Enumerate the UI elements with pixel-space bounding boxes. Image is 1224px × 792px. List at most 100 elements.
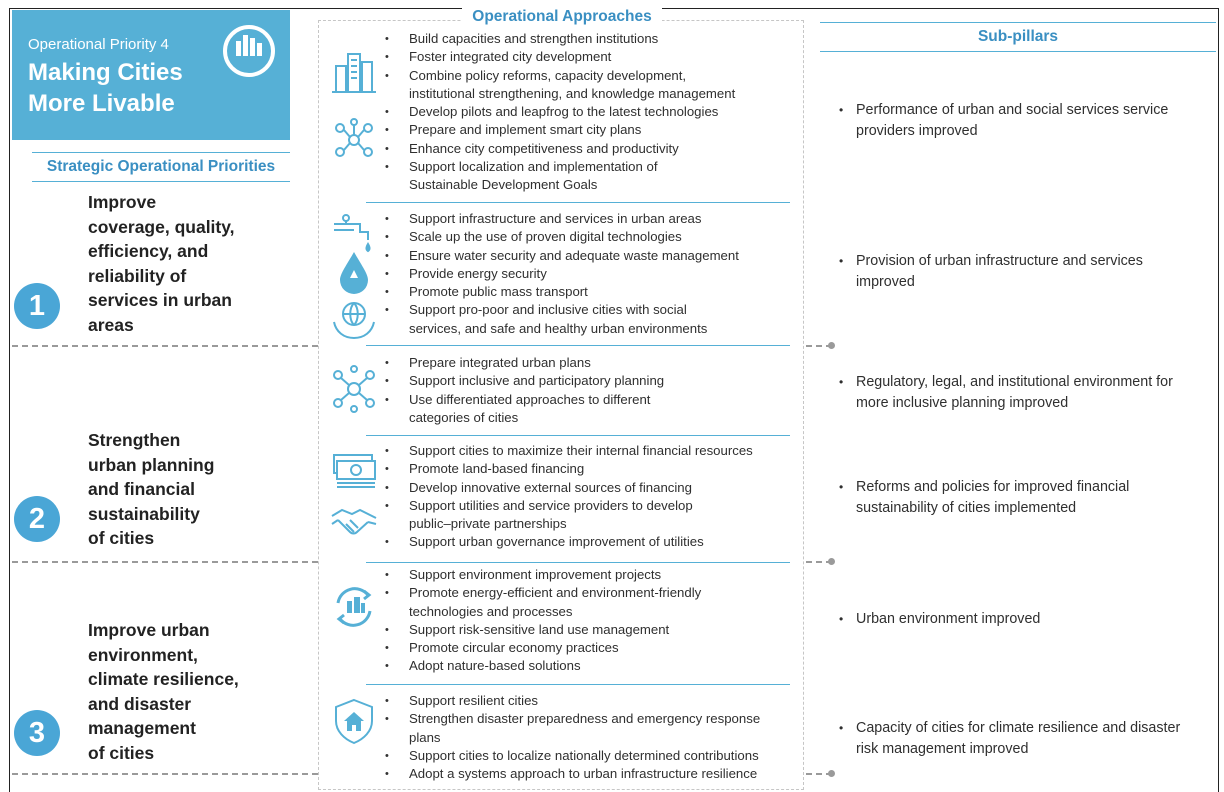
water-tap-icon xyxy=(334,214,371,253)
priority-text-line: of cities xyxy=(88,742,155,763)
approach-item: Use differentiated approaches to differe… xyxy=(382,391,792,410)
approach-item: Ensure water security and adequate waste… xyxy=(382,247,792,266)
approach-group-3: Prepare integrated urban plansSupport in… xyxy=(382,354,792,427)
priority-text-line: climate resilience, xyxy=(88,669,239,689)
group-separator xyxy=(366,684,790,685)
approach-item: Adopt nature-based solutions xyxy=(382,657,792,676)
globe-hands-icon xyxy=(333,302,375,340)
approach-item: Prepare and implement smart city plans xyxy=(382,121,792,140)
city-circle-logo-icon xyxy=(223,25,275,77)
approach-item: Support inclusive and participatory plan… xyxy=(382,372,792,391)
handshake-icon xyxy=(331,508,377,535)
water-drop-icon xyxy=(340,252,368,294)
approach-item: Prepare integrated urban plans xyxy=(382,354,792,373)
subpillar-line: Urban environment improved xyxy=(856,611,1041,627)
approach-item: Promote energy-efficient and environment… xyxy=(382,584,792,603)
approach-item: Strengthen disaster preparedness and eme… xyxy=(382,710,792,729)
group-separator xyxy=(366,345,790,346)
priority-text-line: urban planning xyxy=(88,454,215,475)
priority-text-line: services in urban xyxy=(88,290,232,310)
money-stack-icon xyxy=(333,454,376,488)
approach-item: Scale up the use of proven digital techn… xyxy=(382,228,792,247)
shield-house-icon xyxy=(335,698,373,745)
strategic-priorities-heading: Strategic Operational Priorities xyxy=(32,152,290,182)
subpillar-3: Regulatory, legal, and institutional env… xyxy=(837,372,1217,413)
approach-group-2: Support infrastructure and services in u… xyxy=(382,210,792,338)
subpillar-line: Provision of urban infrastructure and se… xyxy=(856,253,1143,269)
priority-text-line: efficiency, and xyxy=(88,241,209,261)
subpillar-4: Reforms and policies for improved financ… xyxy=(837,477,1217,518)
priority-2-number: 2 xyxy=(14,496,60,542)
approach-item: Support urban governance improvement of … xyxy=(382,533,792,552)
approach-item: Support localization and implementation … xyxy=(382,158,792,177)
subpillar-2: Provision of urban infrastructure and se… xyxy=(837,251,1217,292)
group-separator xyxy=(366,435,790,436)
priority-1-text: Improve coverage, quality, efficiency, and… xyxy=(88,190,235,337)
approach-item: Provide energy security xyxy=(382,265,792,284)
row-connector-3 xyxy=(806,773,832,775)
approach-item: Promote public mass transport xyxy=(382,283,792,302)
row-connector-1 xyxy=(806,345,832,347)
approach-item: Enhance city competitiveness and product… xyxy=(382,140,792,159)
priority-text-line: management xyxy=(88,718,196,738)
approach-group-1: Build capacities and strengthen institut… xyxy=(382,30,792,195)
approach-item: Support risk-sensitive land use manageme… xyxy=(382,621,792,640)
approach-item: Promote land-based financing xyxy=(382,460,792,479)
approaches-heading: Operational Approaches xyxy=(462,8,662,25)
approach-item: Promote circular economy practices xyxy=(382,639,792,658)
network-nodes-icon xyxy=(335,118,373,157)
subpillar-line: sustainability of cities implemented xyxy=(856,499,1077,516)
approach-item: Support cities to localize nationally de… xyxy=(382,747,792,766)
approach-item: plans xyxy=(409,729,441,745)
priority-title: Making Cities More Livable xyxy=(28,57,290,119)
row-connector-dot-1 xyxy=(828,342,835,349)
priority-title-line-2: More Livable xyxy=(28,90,175,117)
priority-kicker: Operational Priority 4 xyxy=(28,36,169,53)
approach-item: Sustainable Development Goals xyxy=(409,177,598,193)
priority-text-line: environment, xyxy=(88,644,198,665)
approach-item: Develop pilots and leapfrog to the lates… xyxy=(382,103,792,122)
approach-item: Support infrastructure and services in u… xyxy=(382,210,792,229)
approach-item: public–private partnerships xyxy=(409,516,567,532)
row-connector-dot-3 xyxy=(828,770,835,777)
approach-item: Support utilities and service providers … xyxy=(382,497,792,516)
approach-item: technologies and processes xyxy=(409,603,573,619)
priority-text-line: areas xyxy=(88,314,134,335)
approach-item: Adopt a systems approach to urban infras… xyxy=(382,765,792,784)
row-connector-dot-2 xyxy=(828,558,835,565)
row-divider-1-left xyxy=(12,345,318,347)
subpillar-line: risk management improved xyxy=(856,740,1029,757)
approach-group-5: Support environment improvement projects… xyxy=(382,566,792,676)
approach-item: Support pro-poor and inclusive cities wi… xyxy=(382,301,792,320)
priority-text-line: Strengthen xyxy=(88,430,181,450)
approach-item: Combine policy reforms, capacity develop… xyxy=(382,67,792,86)
approach-item: services, and safe and healthy urban env… xyxy=(409,320,708,336)
priority-text-line: and disaster xyxy=(88,693,192,714)
priority-text-line: coverage, quality, xyxy=(88,216,235,237)
planning-network-icon xyxy=(333,365,375,413)
subpillar-line: Capacity of cities for climate resilienc… xyxy=(856,720,1181,736)
group-separator xyxy=(366,202,790,203)
subpillar-5: Urban environment improved xyxy=(837,609,1217,630)
approach-item: Foster integrated city development xyxy=(382,48,792,67)
priority-text-line: Improve urban xyxy=(88,620,210,640)
subpillar-6: Capacity of cities for climate resilienc… xyxy=(837,718,1217,759)
priority-1-number: 1 xyxy=(14,283,60,329)
subpillar-line: Performance of urban and social services… xyxy=(856,102,1169,118)
priority-3-number: 3 xyxy=(14,710,60,756)
priority-text-line: of cities xyxy=(88,528,155,548)
operational-priority-header: Operational Priority 4 Making Cities Mor… xyxy=(12,10,290,140)
row-divider-3-left xyxy=(12,773,318,775)
priority-title-line-1: Making Cities xyxy=(28,59,183,86)
row-divider-2-left xyxy=(12,561,318,563)
approach-item: Support cities to maximize their interna… xyxy=(382,442,792,461)
subpillar-line: more inclusive planning improved xyxy=(856,394,1069,411)
subpillar-line: improved xyxy=(856,273,915,290)
subpillar-line: Regulatory, legal, and institutional env… xyxy=(856,374,1173,390)
subpillar-1: Performance of urban and social services… xyxy=(837,100,1217,141)
priority-text-line: and financial xyxy=(88,479,195,499)
subpillars-heading: Sub-pillars xyxy=(820,22,1216,52)
group-separator xyxy=(366,562,790,563)
recycle-city-icon xyxy=(336,587,372,627)
priority-text-line: Improve xyxy=(88,192,157,212)
